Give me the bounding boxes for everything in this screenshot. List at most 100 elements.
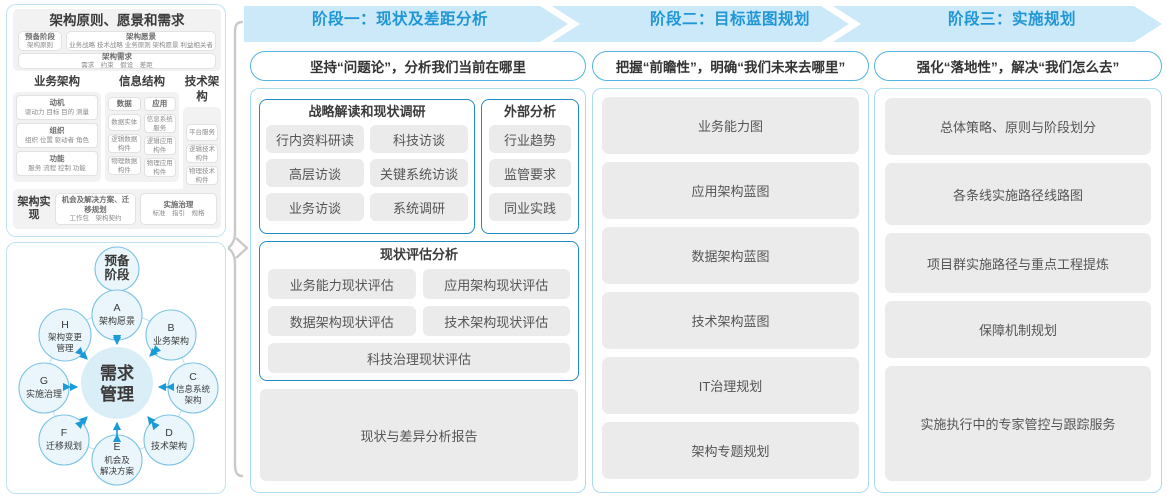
pill-data-architecture-blueprint[interactable]: 数据架构蓝图 (602, 227, 859, 284)
pill-business-capability-assessment[interactable]: 业务能力现状评估 (268, 269, 416, 299)
pill-application-architecture-assessment[interactable]: 应用架构现状评估 (422, 269, 570, 299)
svg-text:机会及: 机会及 (104, 455, 130, 465)
adm-cycle-panel: 预备 阶段 需求 管理 A 架构愿景 B 业务架构 C (6, 242, 226, 494)
framework-vision-sub: 业务战略 技术战略 业务原则 架构愿景 利益相关者 (69, 42, 213, 50)
framework-item-organization: 组织 组织 位置 驱动者 角色 (16, 123, 98, 148)
framework-column-business-box: 动机 驱动力 目标 目的 测量 组织 组织 位置 驱动者 角色 功能 服务 流程… (13, 92, 101, 182)
framework-column-technology-title: 技术架构 (184, 76, 220, 103)
phase-3-subtitle: 强化“落地性”，解决“我们怎么去” (874, 51, 1162, 81)
svg-text:D: D (165, 427, 173, 439)
framework-bottom-cell-2-heading: 实施治理 (163, 199, 194, 209)
pill-industry-trends[interactable]: 行业趋势 (489, 125, 571, 153)
svg-text:迁移规划: 迁移规划 (46, 440, 82, 451)
phase-1-panel: 战略解读和现状调研 行内资料研读 科技访谈 高层访谈 关键系统访谈 业务访谈 系… (250, 88, 586, 493)
phase-2-panel: 业务能力图 应用架构蓝图 数据架构蓝图 技术架构蓝图 IT治理规划 架构专题规划 (592, 88, 869, 493)
svg-text:E: E (113, 441, 120, 453)
framework-tech-item-1: 平台服务 (186, 124, 218, 141)
framework-data-item-2-label: 逻辑数据构件 (111, 135, 138, 152)
framework-tech-item-3: 物理技术构件 (186, 166, 218, 185)
left-reference-column: 架构原则、愿景和需求 预备阶段 架构原则 架构愿景 业务战略 技术战略 业务原则… (6, 4, 228, 495)
group-current-state-assessment-title: 现状评估分析 (379, 247, 458, 262)
pill-program-path-and-key-projects[interactable]: 项目群实施路径与重点工程提炼 (885, 233, 1151, 293)
svg-text:实施治理: 实施治理 (26, 388, 62, 399)
framework-app-item-2-label: 逻辑应用构件 (146, 137, 173, 154)
pill-application-architecture-blueprint[interactable]: 应用架构蓝图 (602, 162, 859, 219)
phase-2-header: 阶段二：目标蓝图规划 (649, 11, 810, 28)
adm-cycle-diagram: 预备 阶段 需求 管理 A 架构愿景 B 业务架构 C (18, 246, 219, 486)
svg-text:C: C (189, 371, 197, 383)
framework-item-organization-heading: 组织 (49, 126, 65, 136)
svg-text:预备: 预备 (104, 253, 130, 268)
svg-text:管理: 管理 (56, 343, 74, 353)
pill-tech-interview[interactable]: 科技访谈 (370, 125, 468, 153)
pill-gap-analysis-report[interactable]: 现状与差异分析报告 (260, 389, 578, 481)
pill-peer-practices[interactable]: 同业实践 (489, 193, 571, 221)
framework-data-item-1: 数据实体 (108, 114, 141, 131)
pill-overall-strategy-principles-phasing[interactable]: 总体策略、原则与阶段划分 (885, 98, 1151, 155)
group-strategy-research-title: 战略解读和现状调研 (308, 104, 426, 119)
framework-top-block: 架构原则、愿景和需求 预备阶段 架构原则 架构愿景 业务战略 技术战略 业务原则… (13, 9, 221, 71)
pill-expert-control-and-tracking-service[interactable]: 实施执行中的专家管控与跟踪服务 (885, 366, 1151, 481)
framework-app-item-3-label: 物理应用构件 (146, 159, 173, 176)
framework-column-business-title: 业务架构 (34, 76, 80, 88)
pill-assurance-mechanism-planning[interactable]: 保障机制规划 (885, 301, 1151, 358)
pill-business-capability-map[interactable]: 业务能力图 (602, 97, 859, 154)
framework-app-item-1-label: 信息系统服务 (146, 115, 173, 132)
framework-column-information: 信息结构 数据 数据实体 逻辑数据构件 物理数据构件 (105, 75, 179, 182)
framework-data-heading-item: 数据 (108, 97, 141, 111)
svg-text:F: F (61, 427, 67, 439)
pill-line-implementation-roadmap[interactable]: 各条线实施路径线路图 (885, 163, 1151, 225)
framework-app-item-3: 物理应用构件 (143, 158, 176, 177)
framework-data-heading: 数据 (116, 99, 132, 109)
framework-bottom-block: 架构实现 机会及解决方案、迁移规划 工作包 架构契约 实施治理 标准 指引 规格 (13, 189, 221, 229)
pill-key-system-interview[interactable]: 关键系统访谈 (370, 159, 468, 187)
framework-bottom-label: 架构实现 (17, 196, 51, 221)
group-current-state-assessment: 现状评估分析 业务能力现状评估 应用架构现状评估 数据架构现状评估 技术架构现状… (259, 241, 579, 381)
pill-executive-interview[interactable]: 高层访谈 (266, 159, 364, 187)
svg-text:管理: 管理 (100, 384, 134, 404)
framework-data-item-3: 物理数据构件 (108, 156, 141, 175)
framework-subcolumn-data: 数据 数据实体 逻辑数据构件 物理数据构件 (108, 94, 141, 179)
framework-prep-cell: 预备阶段 架构原则 (18, 31, 62, 51)
pill-technology-architecture-blueprint[interactable]: 技术架构蓝图 (602, 292, 859, 349)
framework-data-item-3-label: 物理数据构件 (111, 157, 138, 174)
framework-prep-sub: 架构原则 (27, 42, 53, 50)
phase-1-subtitle: 坚持“问题论”，分析我们当前在哪里 (250, 51, 586, 81)
svg-text:架构愿景: 架构愿景 (99, 315, 135, 326)
framework-item-function: 功能 服务 流程 控制 功能 (16, 151, 98, 176)
framework-item-motivation-sub: 驱动力 目标 目的 测量 (25, 108, 89, 116)
phase-3-panel: 总体策略、原则与阶段划分 各条线实施路径线路图 项目群实施路径与重点工程提炼 保… (874, 88, 1162, 493)
framework-item-function-heading: 功能 (49, 154, 65, 164)
phase-header-band (244, 6, 1162, 42)
phase-2-subtitle: 把握“前瞻性”，明确“我们未来去哪里” (592, 51, 869, 81)
pill-architecture-topic-planning[interactable]: 架构专题规划 (602, 422, 859, 479)
svg-text:A: A (113, 302, 120, 314)
phase-3-header: 阶段三：实施规划 (947, 11, 1076, 28)
pill-business-interview[interactable]: 业务访谈 (266, 193, 364, 221)
framework-subcolumn-application: 应用 信息系统服务 逻辑应用构件 物理应用构件 (143, 94, 176, 179)
framework-item-organization-sub: 组织 位置 驱动者 角色 (25, 136, 89, 144)
framework-bottom-cell-1-sub: 工作包 架构契约 (69, 215, 122, 222)
framework-column-information-title: 信息结构 (119, 76, 165, 88)
framework-requirements-sub: 需求 约束 假设 差距 (81, 62, 153, 70)
framework-vision-cell: 架构愿景 业务战略 技术战略 业务原则 架构愿景 利益相关者 (66, 31, 216, 51)
pill-tech-governance-assessment[interactable]: 科技治理现状评估 (268, 343, 570, 373)
framework-app-heading-item: 应用 (143, 97, 176, 111)
pill-data-architecture-assessment[interactable]: 数据架构现状评估 (268, 306, 416, 336)
pill-internal-material-study[interactable]: 行内资料研读 (266, 125, 364, 153)
pill-it-governance-planning[interactable]: IT治理规划 (602, 357, 859, 414)
framework-prep-heading: 预备阶段 (25, 31, 55, 41)
svg-text:技术架构: 技术架构 (151, 440, 187, 451)
pill-regulatory-requirements[interactable]: 监管要求 (489, 159, 571, 187)
left-to-phase-bracket (228, 20, 249, 478)
framework-title: 架构原则、愿景和需求 (49, 13, 185, 28)
pill-technology-architecture-assessment[interactable]: 技术架构现状评估 (422, 306, 570, 336)
framework-tech-item-3-label: 物理技术构件 (189, 167, 215, 184)
pill-system-survey[interactable]: 系统调研 (370, 193, 468, 221)
framework-item-function-sub: 服务 流程 控制 功能 (28, 164, 86, 172)
framework-column-technology: 技术架构 平台服务 逻辑技术构件 物理技术构件 (183, 75, 221, 197)
svg-text:架构变更: 架构变更 (48, 332, 83, 342)
framework-tech-item-1-label: 平台服务 (189, 129, 215, 136)
svg-text:G: G (40, 375, 48, 387)
framework-tech-item-2-label: 逻辑技术构件 (189, 145, 215, 162)
